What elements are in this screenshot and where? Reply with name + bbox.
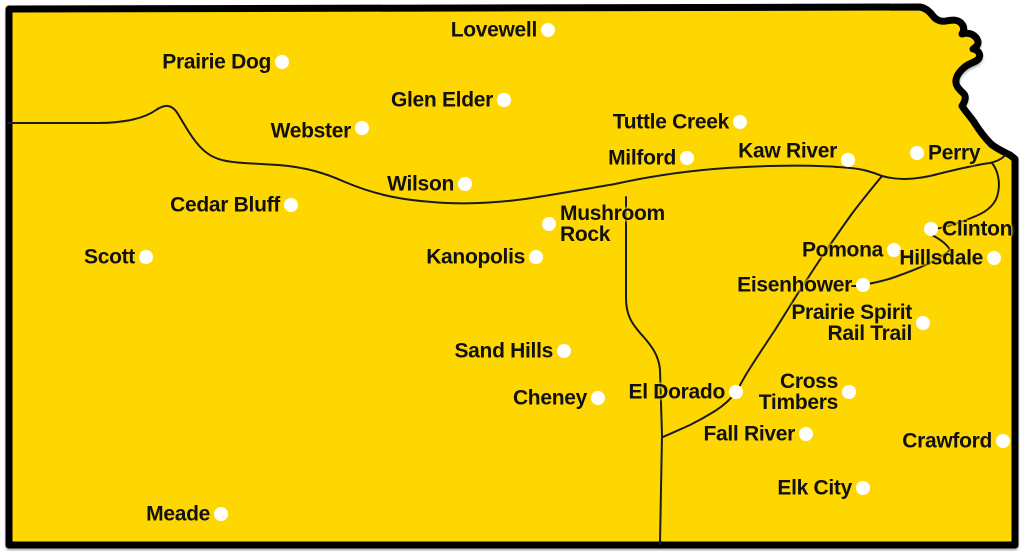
- site-label: Sand Hills: [454, 339, 553, 363]
- site-label: Clinton: [942, 217, 1013, 241]
- site-label: Eisenhower: [737, 273, 852, 297]
- site-label: Cedar Bluff: [170, 193, 280, 217]
- site-label: Glen Elder: [390, 88, 493, 112]
- site-label: Lovewell: [450, 18, 538, 42]
- river-line-clinton-eisenhower: [863, 233, 952, 286]
- site-label: Prairie Dog: [162, 50, 271, 74]
- site-label: Perry: [928, 141, 981, 165]
- site-dot[interactable]: [214, 507, 228, 521]
- site-label: Scott: [83, 245, 135, 269]
- site-dot[interactable]: [497, 93, 511, 107]
- site-label: Pomona: [801, 238, 883, 262]
- site-dot[interactable]: [680, 151, 694, 165]
- site-dot[interactable]: [856, 278, 870, 292]
- site-label: Webster: [270, 119, 352, 143]
- site-dot[interactable]: [842, 385, 856, 399]
- site-dot[interactable]: [996, 434, 1010, 448]
- site-label: Milford: [608, 146, 676, 170]
- site-dot[interactable]: [799, 427, 813, 441]
- site-label: El Dorado: [628, 380, 726, 404]
- site-dot[interactable]: [542, 217, 556, 231]
- kansas-state-outline: [5, 3, 1019, 549]
- site-label: Wilson: [387, 172, 454, 196]
- site-label: Meade: [146, 502, 210, 526]
- site-label: Kanopolis: [426, 245, 525, 269]
- site-dot[interactable]: [733, 115, 747, 129]
- site-dot[interactable]: [729, 385, 743, 399]
- site-label: Crawford: [902, 429, 992, 453]
- site-label: Elk City: [777, 476, 852, 500]
- site-label: Cheney: [512, 386, 587, 410]
- site-dot[interactable]: [910, 146, 924, 160]
- site-dot[interactable]: [529, 250, 543, 264]
- site-dot[interactable]: [284, 198, 298, 212]
- site-dot[interactable]: [856, 481, 870, 495]
- site-dot[interactable]: [887, 243, 901, 257]
- site-label: Fall River: [703, 422, 795, 446]
- site-dot[interactable]: [916, 316, 930, 330]
- site-dot[interactable]: [841, 153, 855, 167]
- site-label: Kaw River: [738, 139, 837, 163]
- site-dot[interactable]: [541, 23, 555, 37]
- site-dot[interactable]: [924, 222, 938, 236]
- site-dot[interactable]: [458, 177, 472, 191]
- site-label: Tuttle Creek: [612, 110, 730, 134]
- site-dot[interactable]: [139, 250, 153, 264]
- river-line-main: [7, 104, 1006, 205]
- river-line-south: [625, 196, 664, 545]
- site-dot[interactable]: [275, 55, 289, 69]
- site-dot[interactable]: [987, 251, 1001, 265]
- site-dot[interactable]: [355, 121, 369, 135]
- site-dot[interactable]: [557, 344, 571, 358]
- site-dot[interactable]: [591, 391, 605, 405]
- river-line-northeast: [934, 162, 1000, 230]
- river-line-southeast: [662, 175, 883, 438]
- site-label: Hillsdale: [899, 246, 983, 270]
